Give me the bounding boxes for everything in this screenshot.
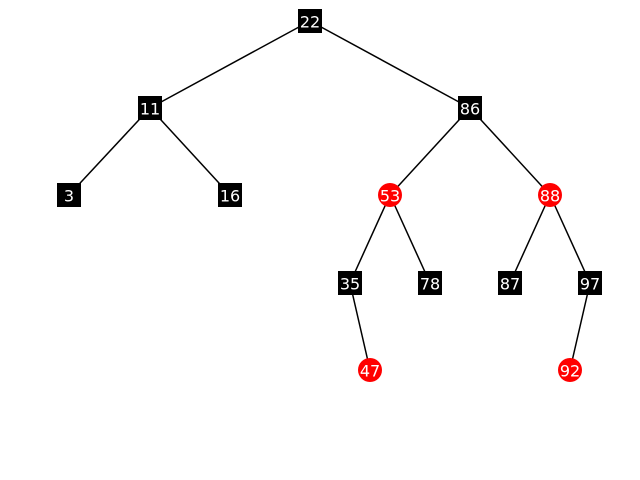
node-label: 35	[340, 275, 360, 294]
tree-node-11: 11	[138, 96, 162, 120]
black-node-square	[578, 271, 602, 295]
red-node-circle	[358, 358, 382, 382]
tree-node-97: 97	[578, 271, 602, 295]
node-label: 16	[220, 187, 240, 206]
node-label: 86	[460, 100, 480, 119]
black-node-square	[498, 271, 522, 295]
node-label: 3	[64, 187, 74, 206]
node-label: 87	[500, 275, 520, 294]
tree-nodes: 22 11 86 3 16 53 88 35 78 87 97 47 92	[57, 9, 602, 382]
tree-node-22: 22	[298, 9, 322, 33]
tree-node-47: 47	[358, 358, 382, 382]
tree-edge	[389, 194, 431, 284]
tree-edge	[549, 194, 591, 284]
tree-edges	[68, 20, 591, 371]
tree-node-3: 3	[57, 183, 81, 207]
tree-edge	[569, 282, 591, 371]
red-node-circle	[538, 183, 562, 207]
black-node-square	[458, 96, 482, 120]
tree-edge	[469, 107, 551, 196]
node-label: 88	[540, 187, 560, 206]
black-node-square	[218, 183, 242, 207]
tree-edge	[349, 282, 371, 371]
black-node-square	[298, 9, 322, 33]
node-label: 47	[360, 362, 380, 381]
tree-node-78: 78	[418, 271, 442, 295]
tree-edge	[68, 107, 151, 196]
node-label: 53	[380, 187, 400, 206]
tree-node-53: 53	[378, 183, 402, 207]
tree-node-87: 87	[498, 271, 522, 295]
node-label: 78	[420, 275, 440, 294]
tree-edge	[149, 20, 311, 109]
node-label: 92	[560, 362, 580, 381]
node-label: 97	[580, 275, 600, 294]
tree-edge	[509, 194, 551, 284]
red-node-circle	[558, 358, 582, 382]
black-node-square	[338, 271, 362, 295]
red-node-circle	[378, 183, 402, 207]
tree-edge	[389, 107, 471, 196]
tree-edge	[149, 107, 231, 196]
black-node-square	[138, 96, 162, 120]
tree-node-86: 86	[458, 96, 482, 120]
black-node-square	[418, 271, 442, 295]
tree-node-16: 16	[218, 183, 242, 207]
node-label: 11	[140, 100, 160, 119]
node-label: 22	[300, 13, 320, 32]
tree-node-92: 92	[558, 358, 582, 382]
tree-edge	[349, 194, 391, 284]
tree-node-35: 35	[338, 271, 362, 295]
black-node-square	[57, 183, 81, 207]
tree-edge	[309, 20, 471, 109]
tree-node-88: 88	[538, 183, 562, 207]
